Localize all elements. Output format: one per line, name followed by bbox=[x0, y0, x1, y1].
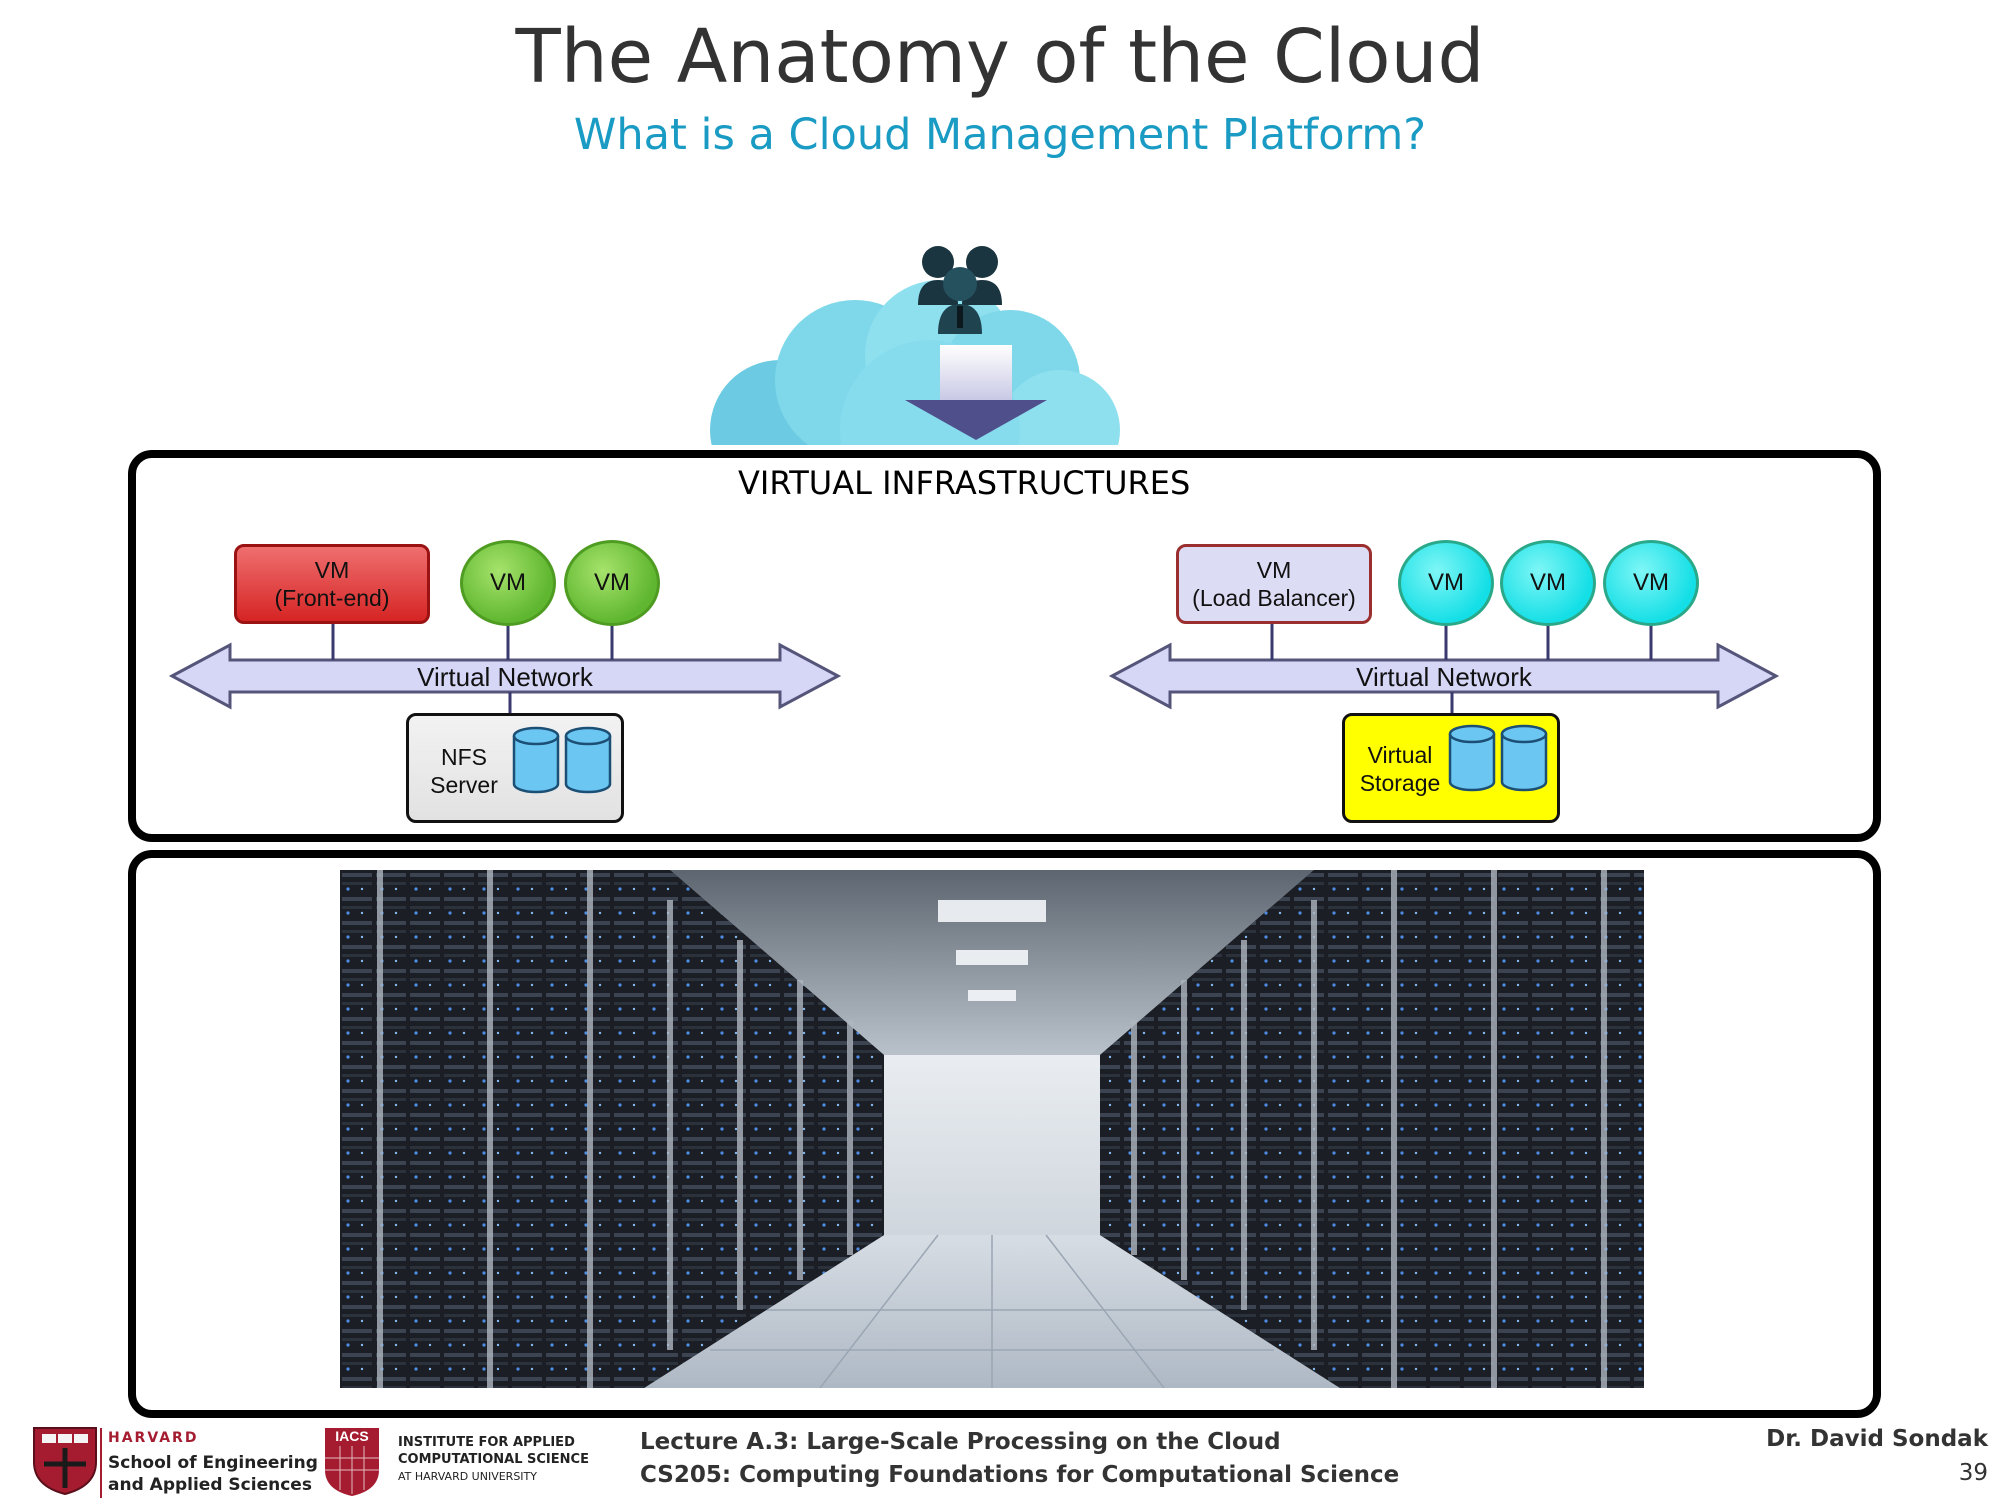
left-connectors bbox=[331, 622, 614, 713]
nfs-server-label: NFS Server bbox=[416, 743, 512, 799]
seas-wordmark-line1: School of Engineering bbox=[108, 1453, 318, 1473]
virtual-storage-label-line2: Storage bbox=[1359, 770, 1441, 796]
virtual-infrastructures-label: VIRTUAL INFRASTRUCTURES bbox=[738, 464, 1191, 502]
iacs-badge: IACS bbox=[335, 1428, 369, 1444]
footer-lecture-title: Lecture A.3: Large-Scale Processing on t… bbox=[640, 1429, 1281, 1455]
vm-load-balancer: VM (Load Balancer) bbox=[1176, 544, 1372, 624]
datacenter-photo bbox=[340, 870, 1644, 1388]
page-number: 39 bbox=[1958, 1460, 1988, 1486]
vm-node-label: VM bbox=[1633, 569, 1669, 596]
right-virtual-network-arrow bbox=[1108, 642, 1780, 710]
nfs-server-label-line2: Server bbox=[430, 772, 498, 798]
cloud-users-illustration bbox=[680, 246, 1160, 455]
vm-node-label: VM bbox=[1530, 569, 1566, 596]
left-virtual-network-label: Virtual Network bbox=[417, 662, 593, 692]
nfs-server-label-line1: NFS bbox=[441, 744, 487, 770]
logo-divider bbox=[100, 1428, 102, 1498]
left-virtual-network-arrow bbox=[168, 642, 842, 710]
iacs-wordmark: INSTITUTE FOR APPLIED COMPUTATIONAL SCIE… bbox=[398, 1434, 589, 1485]
database-icon bbox=[512, 726, 612, 794]
vm-node-label: VM bbox=[594, 569, 630, 596]
iacs-wordmark-line1: INSTITUTE FOR APPLIED bbox=[398, 1435, 575, 1450]
vm-load-balancer-line1: VM bbox=[1256, 557, 1292, 583]
harvard-shield-logo bbox=[33, 1427, 97, 1496]
footer-course-title: CS205: Computing Foundations for Computa… bbox=[640, 1462, 1400, 1488]
vm-front-end-line1: VM bbox=[314, 557, 350, 583]
slide-title: The Anatomy of the Cloud bbox=[515, 14, 1485, 100]
footer-author: Dr. David Sondak bbox=[1766, 1426, 1988, 1452]
seas-wordmark: School of Engineering and Applied Scienc… bbox=[108, 1452, 318, 1496]
vm-node: VM bbox=[460, 540, 556, 626]
harvard-wordmark: HARVARD bbox=[108, 1430, 199, 1446]
vm-node-label: VM bbox=[1428, 569, 1464, 596]
vm-node: VM bbox=[1603, 540, 1699, 626]
database-icon bbox=[1448, 724, 1548, 792]
seas-wordmark-line2: and Applied Sciences bbox=[108, 1475, 312, 1495]
footer-lecture-info: Lecture A.3: Large-Scale Processing on t… bbox=[640, 1426, 1399, 1492]
vm-front-end: VM (Front-end) bbox=[234, 544, 430, 624]
iacs-wordmark-line3: AT HARVARD UNIVERSITY bbox=[398, 1470, 537, 1483]
virtual-storage-label: Virtual Storage bbox=[1352, 741, 1448, 797]
vm-node-label: VM bbox=[490, 569, 526, 596]
vm-front-end-line2: (Front-end) bbox=[274, 585, 390, 611]
vm-node: VM bbox=[1398, 540, 1494, 626]
users-icon bbox=[918, 246, 1002, 334]
down-arrow-icon bbox=[905, 345, 1047, 440]
right-virtual-network-label: Virtual Network bbox=[1356, 662, 1532, 692]
iacs-shield-logo bbox=[325, 1428, 379, 1496]
vm-node: VM bbox=[564, 540, 660, 626]
slide-subtitle: What is a Cloud Management Platform? bbox=[573, 110, 1427, 160]
vm-load-balancer-line2: (Load Balancer) bbox=[1192, 585, 1356, 611]
virtual-storage-label-line1: Virtual bbox=[1367, 742, 1433, 768]
iacs-wordmark-line2: COMPUTATIONAL SCIENCE bbox=[398, 1452, 589, 1467]
right-connectors bbox=[1270, 622, 1653, 713]
vm-node: VM bbox=[1500, 540, 1596, 626]
